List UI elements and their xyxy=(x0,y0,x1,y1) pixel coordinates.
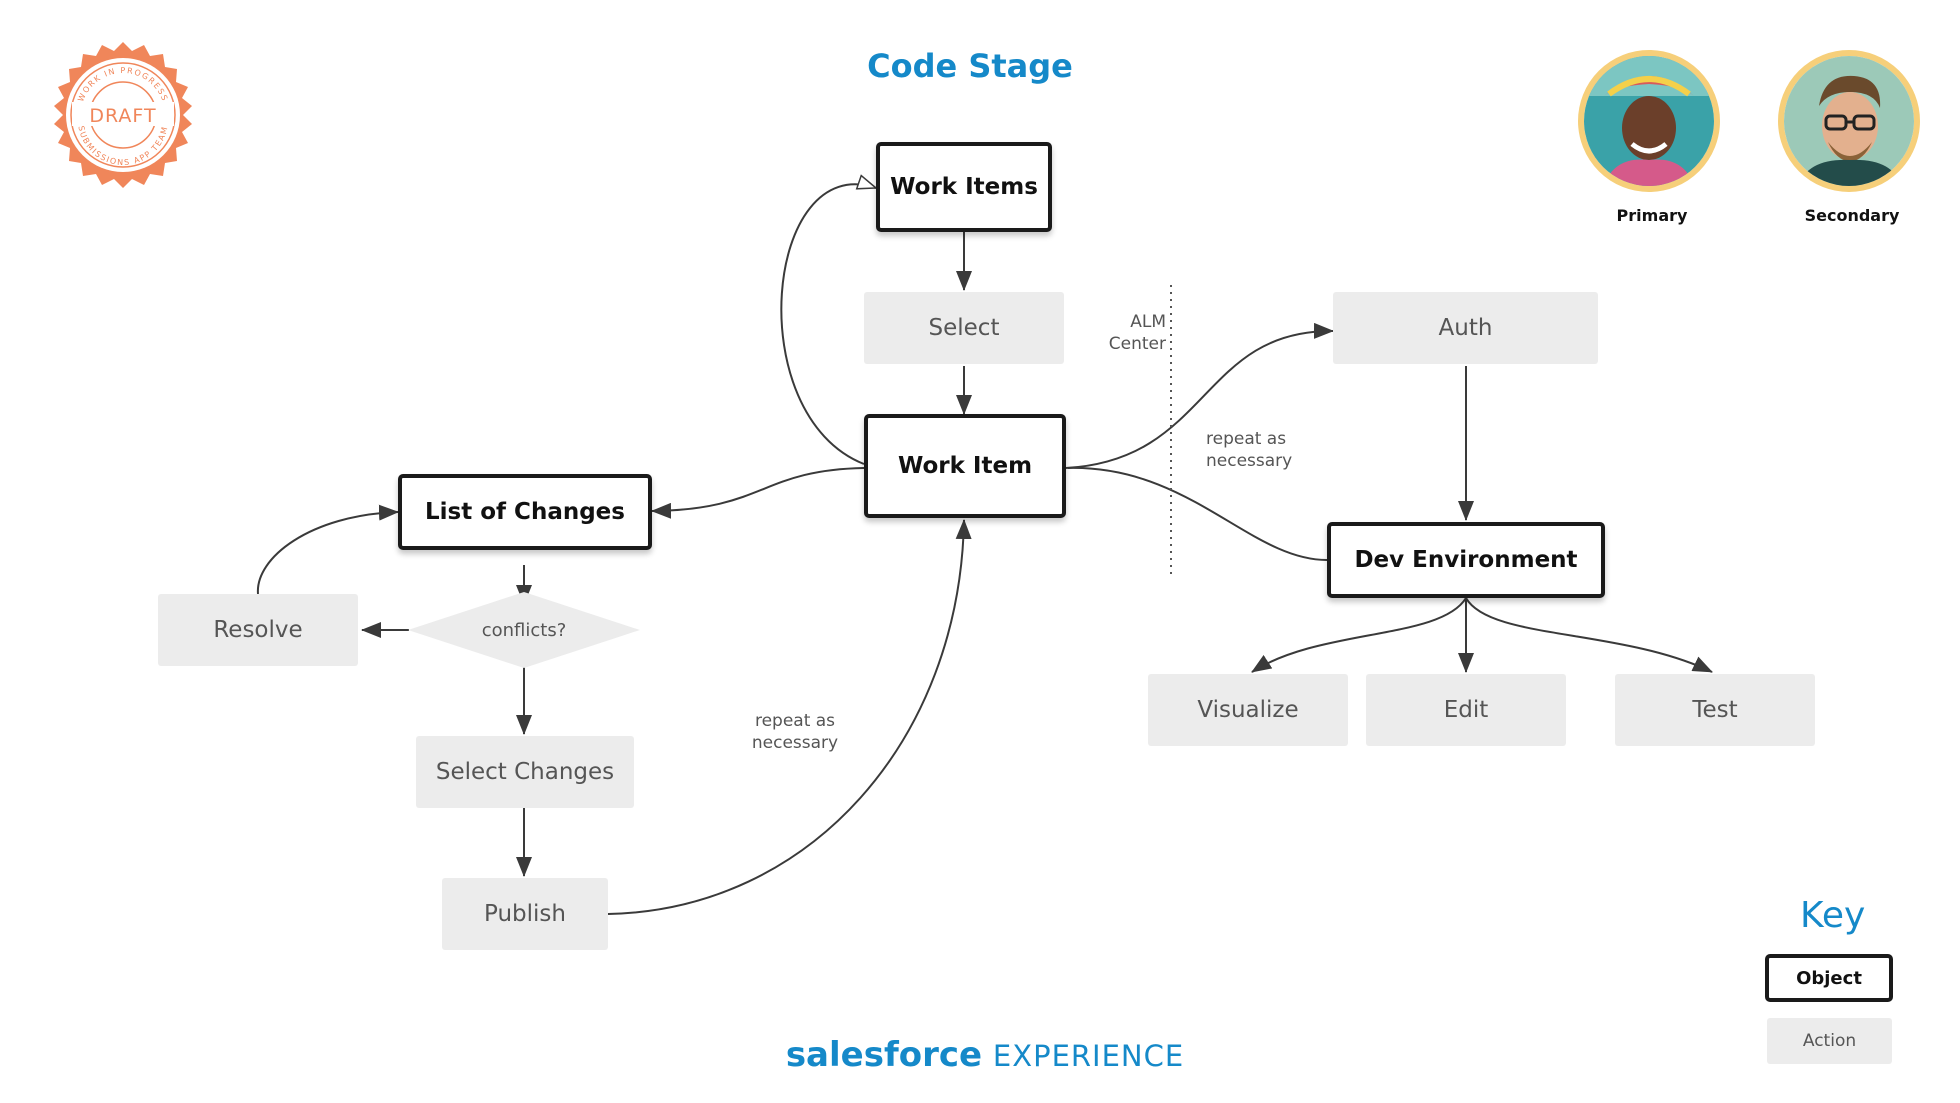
conflicts-decision xyxy=(408,592,640,668)
brand-light: EXPERIENCE xyxy=(992,1039,1185,1073)
secondary-persona-avatar xyxy=(1778,50,1920,192)
draft-stamp: WORK IN PROGRESS SUBMISSIONS APP TEAM DR… xyxy=(54,42,192,188)
work-items-object: Work Items xyxy=(876,142,1052,232)
brand-bold: salesforce xyxy=(785,1035,983,1075)
key-title: Key xyxy=(1800,895,1866,936)
repeat-note-left: repeat as necessary xyxy=(742,710,848,754)
alm-center-label: ALM Center xyxy=(1090,311,1166,355)
visualize-action: Visualize xyxy=(1148,674,1348,746)
repeat-note-right-line-2: necessary xyxy=(1206,451,1293,471)
key-action-sample: Action xyxy=(1767,1018,1892,1064)
edit-action: Edit xyxy=(1366,674,1566,746)
secondary-persona-label: Secondary xyxy=(1804,206,1900,225)
repeat-note-right: repeat as necessary xyxy=(1206,428,1292,472)
page-title: Code Stage xyxy=(867,47,1073,85)
key-object-sample: Object xyxy=(1765,954,1893,1002)
select-action: Select xyxy=(864,292,1064,364)
salesforce-experience-logo: salesforce EXPERIENCE xyxy=(0,1035,1960,1075)
select-changes-action: Select Changes xyxy=(416,736,634,808)
repeat-note-left-line-2: necessary xyxy=(751,733,839,753)
stamp-draft-text: DRAFT xyxy=(89,105,156,127)
repeat-note-left-line-1: repeat as xyxy=(754,711,836,731)
resolve-action: Resolve xyxy=(158,594,358,666)
test-action: Test xyxy=(1615,674,1815,746)
alm-center-line-1: ALM xyxy=(1130,312,1166,332)
auth-action: Auth xyxy=(1333,292,1598,364)
publish-action: Publish xyxy=(442,878,608,950)
work-item-object: Work Item xyxy=(864,414,1066,518)
primary-persona-label: Primary xyxy=(1616,206,1688,225)
alm-center-line-2: Center xyxy=(1108,334,1166,354)
conflicts-label: conflicts? xyxy=(481,619,567,641)
list-of-changes-object: List of Changes xyxy=(398,474,652,550)
dev-environment-object: Dev Environment xyxy=(1327,522,1605,598)
repeat-note-right-line-1: repeat as xyxy=(1206,429,1287,449)
